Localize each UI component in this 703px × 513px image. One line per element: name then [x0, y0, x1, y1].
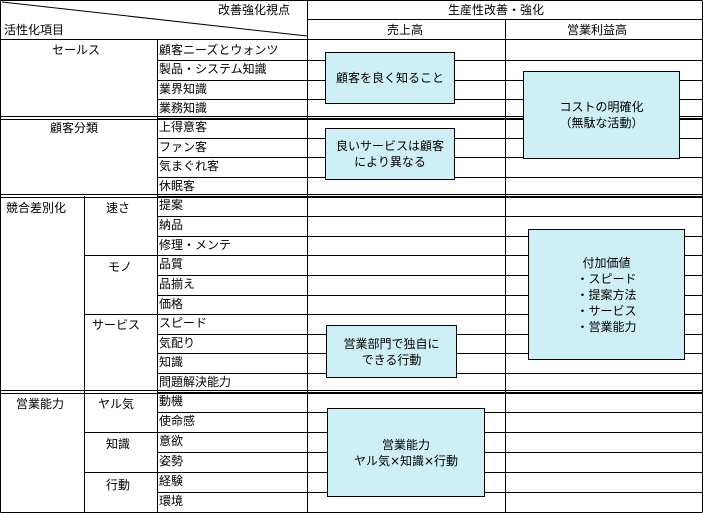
item-label: 問題解決能力 [159, 375, 232, 389]
item-label: 経験 [159, 474, 184, 488]
item-label: 環境 [159, 494, 184, 508]
subcategory-goods: モノ [108, 260, 133, 274]
item-label: 納品 [159, 218, 184, 232]
column-header-sales: 売上高 [387, 23, 424, 37]
subcategory-motivation: ヤル気 [98, 397, 135, 411]
item-label: 顧客ニーズとウォンツ [159, 43, 279, 57]
subcategory-knowledge: 知識 [106, 437, 131, 451]
item-label: 価格 [159, 297, 184, 311]
box-dept-unique-action: 営業部門で独自に できる行動 [326, 325, 457, 378]
item-label: 姿勢 [159, 454, 184, 468]
group-header: 生産性改善・強化 [448, 3, 545, 17]
grid-line [1, 1, 308, 37]
category-sales: セールス [52, 43, 101, 57]
subcategory-speed: 速さ [106, 201, 131, 215]
item-label: 休眠客 [159, 179, 196, 193]
category-sales-ability: 営業能力 [16, 397, 65, 411]
item-label: 知識 [159, 355, 184, 369]
item-label: 製品・システム知識 [159, 62, 267, 76]
subcategory-action: 行動 [106, 478, 131, 492]
item-label: 動機 [159, 394, 184, 408]
corner-header-top: 改善強化視点 [218, 3, 291, 17]
item-label: 品質 [159, 257, 184, 271]
box-clarify-cost: コストの明確化 （無駄な活動） [523, 71, 680, 159]
item-label: 業界知識 [159, 82, 208, 96]
item-label: 提案 [159, 198, 184, 212]
item-label: スピード [159, 316, 208, 330]
item-label: 修理・メンテ [159, 238, 232, 252]
item-label: 気配り [159, 336, 196, 350]
box-added-value: 付加価値 ・スピード ・提案方法 ・サービス ・営業能力 [528, 229, 685, 360]
item-label: 品揃え [159, 277, 196, 291]
column-header-profit: 営業利益高 [567, 23, 628, 37]
box-sales-ability-formula: 営業能力 ヤル気×知識×行動 [327, 408, 485, 497]
item-label: 気まぐれ客 [159, 159, 220, 173]
box-know-customer: 顧客を良く知ること [325, 52, 455, 104]
subcategory-service: サービス [92, 318, 141, 332]
category-competitive-differentiation: 競合差別化 [6, 201, 67, 215]
category-customer-classification: 顧客分類 [50, 121, 99, 135]
corner-header-bottom: 活性化項目 [4, 23, 65, 37]
box-good-service: 良いサービスは顧客 により異なる [325, 128, 455, 180]
item-label: 意欲 [159, 434, 184, 448]
item-label: 業務知識 [159, 101, 208, 115]
item-label: 使命感 [159, 414, 196, 428]
item-label: ファン客 [159, 140, 208, 154]
item-label: 上得意客 [159, 120, 208, 134]
